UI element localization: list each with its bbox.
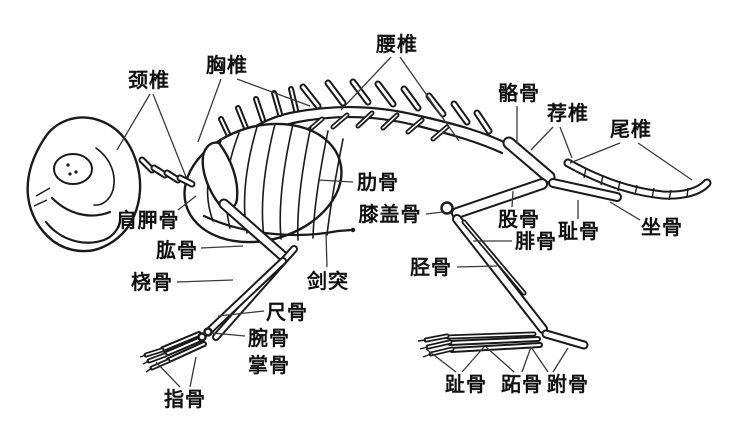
label-ischium: 坐骨 <box>641 215 683 239</box>
leader-line-tibia <box>456 265 498 268</box>
tail-segments <box>583 167 689 201</box>
leader-line-ribs <box>317 179 354 183</box>
label-tibia: 胫骨 <box>410 255 452 279</box>
label-ribs: 肋骨 <box>357 170 399 194</box>
pelvis <box>502 136 622 202</box>
leader-line-humerus <box>200 245 244 249</box>
leader-line-carpals <box>211 332 246 337</box>
label-xiphoid-process: 剑突 <box>307 269 349 293</box>
leader-line-cervical-vertebrae <box>152 93 187 178</box>
leader-line-radius <box>176 279 234 283</box>
label-sacral-vertebrae: 荐椎 <box>547 101 589 125</box>
label-caudal-vertebrae: 尾椎 <box>610 117 652 141</box>
leader-line-scapula <box>177 195 197 211</box>
leader-line-front-phalanges <box>155 361 181 388</box>
label-pubis: 耻骨 <box>558 219 600 243</box>
skull <box>26 116 142 253</box>
leader-line-xiphoid-process <box>325 232 328 268</box>
label-humerus: 肱骨 <box>156 238 198 262</box>
patella-bone <box>440 201 454 215</box>
leader-line-lumbar-vertebrae <box>340 56 392 111</box>
label-femur: 股骨 <box>498 207 540 231</box>
leader-line-caudal-vertebrae <box>569 142 621 164</box>
label-lumbar-vertebrae: 腰椎 <box>376 32 418 56</box>
sternum <box>202 214 340 236</box>
label-fibula: 腓骨 <box>515 229 557 253</box>
carpal-bone <box>197 332 207 342</box>
front-leg <box>143 198 298 371</box>
leader-line-hind-phalanges <box>425 348 457 373</box>
eye-socket <box>53 153 93 185</box>
label-front-phalanges: 指骨 <box>164 387 206 411</box>
label-radius: 桡骨 <box>131 270 173 294</box>
leader-line-metatarsals <box>521 346 532 373</box>
label-patella: 膝盖骨 <box>358 202 422 226</box>
hind-leg <box>423 178 589 357</box>
leader-lines <box>116 56 693 388</box>
label-scapula: 肩胛骨 <box>116 208 180 232</box>
leader-line-lumbar-vertebrae <box>399 56 460 142</box>
carpal-bone <box>203 327 213 337</box>
label-thoracic-vertebrae: 胸椎 <box>206 53 248 77</box>
label-tarsals: 跗骨 <box>547 372 589 396</box>
leader-line-patella <box>425 211 444 215</box>
leader-line-metatarsals <box>485 346 515 373</box>
front-claws <box>139 354 153 373</box>
label-metacarpals: 掌骨 <box>248 353 290 377</box>
xiphoid-bone <box>336 228 354 233</box>
leader-line-ischium <box>609 201 641 221</box>
leader-line-cervical-vertebrae <box>116 93 151 151</box>
leader-line-sacral-vertebrae <box>559 126 573 159</box>
leader-line-thoracic-vertebrae <box>197 78 222 143</box>
label-hind-phalanges: 趾骨 <box>445 372 487 396</box>
label-ilium: 骼骨 <box>498 81 540 105</box>
leader-line-tarsals <box>530 346 549 373</box>
leader-line-ulna <box>217 310 265 317</box>
leader-line-thoracic-vertebrae <box>236 78 311 107</box>
label-metatarsals: 跖骨 <box>501 372 543 396</box>
leader-line-front-phalanges <box>189 356 197 388</box>
leader-line-femur <box>511 190 514 208</box>
cervical-chain <box>138 156 196 188</box>
label-carpals: 腕骨 <box>248 326 290 350</box>
leader-line-sacral-vertebrae <box>530 126 554 151</box>
hind-claws <box>417 339 432 358</box>
leader-line-hind-phalanges <box>461 346 485 373</box>
leader-line-caudal-vertebrae <box>637 142 693 181</box>
label-cervical-vertebrae: 颈椎 <box>128 68 170 92</box>
label-ulna: 尺骨 <box>266 300 308 324</box>
leader-line-tarsals <box>552 347 569 373</box>
